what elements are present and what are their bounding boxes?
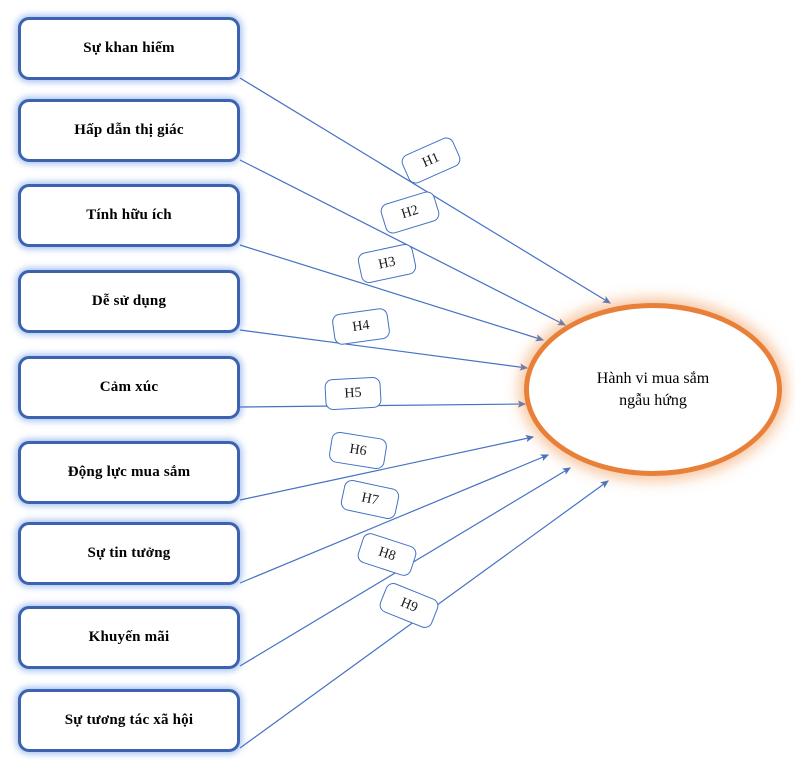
hypothesis-tag-H1[interactable]: H1 xyxy=(399,134,463,187)
construct-label-c2: Hấp dẫn thị giác xyxy=(74,122,184,139)
construct-label-c9: Sự tương tác xã hội xyxy=(64,712,194,729)
hypothesis-label-H9: H9 xyxy=(398,594,420,616)
edge-arrow-e2 xyxy=(239,159,567,326)
construct-label-c3: Tính hữu ích xyxy=(86,207,172,224)
outcome-ellipse[interactable]: Hành vi mua sắm ngẫu hứng xyxy=(524,303,782,476)
hypothesis-label-H2: H2 xyxy=(399,202,421,222)
hypothesis-label-H6: H6 xyxy=(348,441,368,459)
construct-label-c1: Sự khan hiếm xyxy=(83,40,175,57)
construct-box-c5[interactable]: Cảm xúc xyxy=(18,356,240,419)
hypothesis-tag-H5[interactable]: H5 xyxy=(324,376,382,411)
hypothesis-label-H7: H7 xyxy=(360,489,381,509)
hypothesis-label-H8: H8 xyxy=(376,544,398,564)
hypothesis-tag-H7[interactable]: H7 xyxy=(339,478,401,521)
construct-box-c7[interactable]: Sự tin tưởng xyxy=(18,522,240,585)
hypothesis-tag-H2[interactable]: H2 xyxy=(378,189,442,236)
hypothesis-tag-H6[interactable]: H6 xyxy=(327,430,389,471)
construct-label-c5: Cảm xúc xyxy=(99,379,159,396)
construct-box-c6[interactable]: Động lực mua sắm xyxy=(18,441,240,504)
construct-box-c3[interactable]: Tính hữu ích xyxy=(18,184,240,247)
construct-box-c2[interactable]: Hấp dẫn thị giác xyxy=(18,99,240,162)
construct-label-c8: Khuyến mãi xyxy=(88,629,170,646)
construct-label-c6: Động lực mua sắm xyxy=(67,464,191,481)
hypothesis-label-H1: H1 xyxy=(419,149,442,171)
construct-box-c4[interactable]: Dễ sử dụng xyxy=(18,270,240,333)
hypothesis-tag-H4[interactable]: H4 xyxy=(331,307,391,346)
hypothesis-tag-H8[interactable]: H8 xyxy=(355,531,419,578)
construct-label-c7: Sự tin tưởng xyxy=(87,545,171,562)
edge-arrow-e5 xyxy=(239,400,527,408)
hypothesis-tag-H9[interactable]: H9 xyxy=(377,580,441,631)
construct-box-c8[interactable]: Khuyến mãi xyxy=(18,606,240,669)
construct-box-c9[interactable]: Sự tương tác xã hội xyxy=(18,689,240,752)
outcome-label: Hành vi mua sắm ngẫu hứng xyxy=(596,369,710,409)
hypothesis-label-H3: H3 xyxy=(376,253,397,273)
hypothesis-label-H5: H5 xyxy=(344,385,362,401)
hypothesis-label-H4: H4 xyxy=(351,317,371,335)
construct-label-c4: Dễ sử dụng xyxy=(91,293,167,310)
construct-box-c1[interactable]: Sự khan hiếm xyxy=(18,17,240,80)
hypothesis-tag-H3[interactable]: H3 xyxy=(356,242,418,285)
